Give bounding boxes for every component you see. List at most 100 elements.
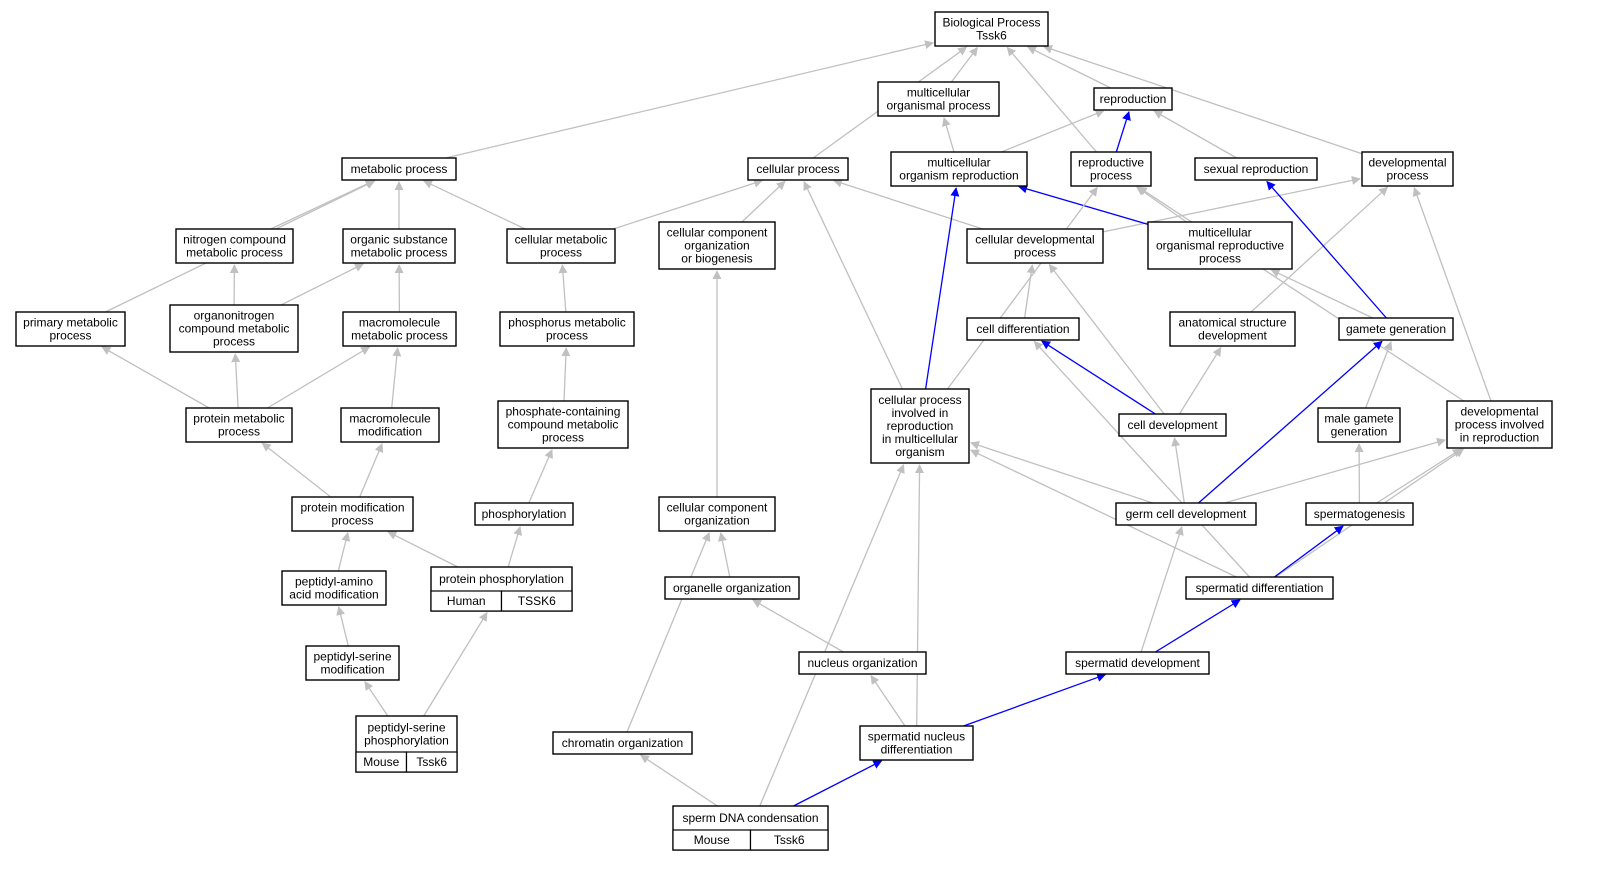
node-spgen[interactable]: spermatogenesis xyxy=(1305,502,1414,526)
edge-snd-to-nucorg xyxy=(870,674,906,727)
node-box xyxy=(1338,317,1454,341)
node-box xyxy=(305,645,400,681)
node-box xyxy=(185,407,293,443)
node-label-line: reproduction xyxy=(887,419,954,433)
node-box xyxy=(499,311,635,347)
node-celldiff[interactable]: cell differentiation xyxy=(966,317,1080,341)
node-label-line: protein metabolic xyxy=(193,412,284,426)
node-box xyxy=(1185,576,1334,600)
node-sexrep[interactable]: sexual reproduction xyxy=(1194,157,1318,181)
node-label-line: protein modification xyxy=(300,501,404,515)
node-label-line: phosphorylation xyxy=(364,734,449,748)
node-sptdiff[interactable]: spermatid differentiation xyxy=(1185,576,1334,600)
edge-pccmp-to-phmp xyxy=(561,347,571,402)
node-label-line: reproduction xyxy=(1100,92,1167,106)
node-gcd[interactable]: germ cell development xyxy=(1115,502,1257,526)
node-label-line: compound metabolic xyxy=(508,418,619,432)
node-box xyxy=(966,228,1104,264)
node-box xyxy=(1118,413,1227,437)
edge-reprop-to-repro xyxy=(1115,111,1131,153)
edge-mop-to-bp xyxy=(950,46,978,83)
node-chrorg[interactable]: chromatin organization xyxy=(552,731,693,755)
node-label-line: process xyxy=(49,329,91,343)
edge-repro-to-bp xyxy=(1026,46,1112,89)
node-phos[interactable]: phosphorylation xyxy=(474,502,574,526)
node-label-line: peptidyl-serine xyxy=(367,721,445,735)
edge-mgg-to-gamgen xyxy=(1364,341,1393,409)
edge-devproc-to-bp xyxy=(1043,44,1363,155)
node-box xyxy=(169,304,299,353)
annotation-cell-text: TSSK6 xyxy=(518,594,556,608)
node-label-line: modification xyxy=(358,425,422,439)
node-label-line: involved in xyxy=(892,406,949,420)
edge-phos-to-pccmp xyxy=(528,448,553,504)
node-label-line: peptidyl-serine xyxy=(313,650,391,664)
node-box xyxy=(1446,400,1553,449)
node-label-line: metabolic process xyxy=(351,329,448,343)
node-repro[interactable]: reproduction xyxy=(1093,87,1173,111)
annotation-cell-text: Tssk6 xyxy=(416,755,447,769)
edge-paam-to-pmodp xyxy=(337,532,351,572)
edge-protmp-to-pmp xyxy=(101,346,210,409)
node-orgorg[interactable]: organelle organization xyxy=(664,576,800,600)
edge-celldev-to-asd xyxy=(1178,346,1222,415)
node-box xyxy=(340,407,440,443)
edge-cmp-to-cellproc xyxy=(613,178,764,230)
node-box xyxy=(859,725,974,761)
node-label-line: organization xyxy=(684,514,749,528)
node-label-line: multicellular xyxy=(1188,226,1251,240)
node-celldev[interactable]: cell development xyxy=(1118,413,1227,437)
node-label-line: phosphate-containing xyxy=(506,405,621,419)
node-cellproc[interactable]: cellular process xyxy=(747,157,849,181)
edge-cmp-to-metab xyxy=(423,180,526,230)
edge-celldiff-to-cdp xyxy=(1023,264,1036,319)
node-nucorg[interactable]: nucleus organization xyxy=(798,651,927,675)
node-sptdev[interactable]: spermatid development xyxy=(1065,651,1210,675)
node-label-line: spermatid differentiation xyxy=(1196,581,1324,595)
edge-cpirmo-to-mor xyxy=(924,187,960,390)
edge-ncmp-to-metab xyxy=(270,180,375,230)
node-label-line: metabolic process xyxy=(351,162,448,176)
node-label-line: modification xyxy=(320,663,384,677)
node-label-line: process xyxy=(1386,169,1428,183)
node-label-line: organonitrogen xyxy=(194,309,275,323)
node-gamgen[interactable]: gamete generation xyxy=(1338,317,1454,341)
node-metab[interactable]: metabolic process xyxy=(341,157,457,181)
node-label-line: multicellular xyxy=(927,156,990,170)
node-box xyxy=(966,317,1080,341)
annotation-cell-text: Tssk6 xyxy=(774,833,805,847)
node-layer: Biological ProcessTssk6multicellularorga… xyxy=(15,11,1553,851)
node-label-line: process xyxy=(218,425,260,439)
edge-orgorg-to-cco xyxy=(718,532,731,578)
